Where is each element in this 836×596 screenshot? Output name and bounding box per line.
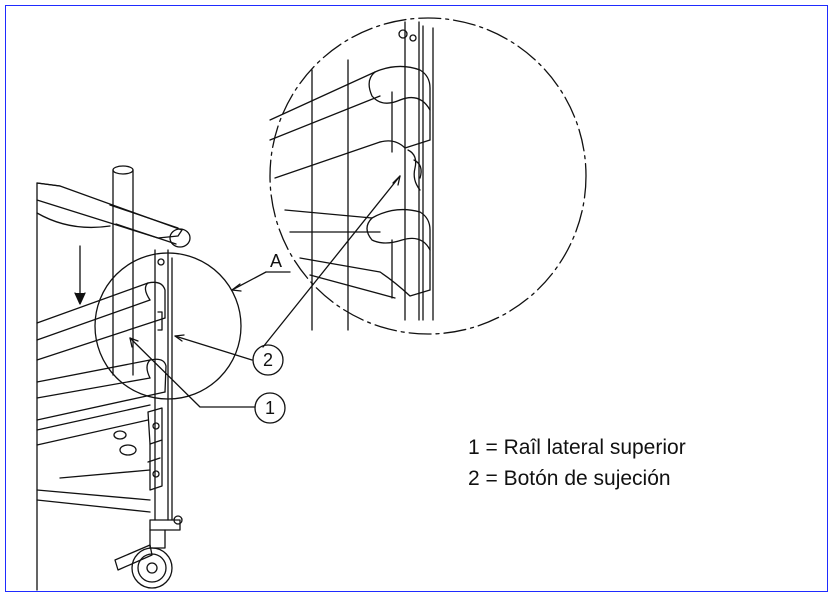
detail-view-a [269, 17, 587, 335]
detail-label-a: A [270, 251, 282, 271]
leader-lines [129, 175, 401, 408]
callout-1-number: 1 [265, 398, 275, 418]
callout-2-number: 2 [263, 350, 273, 370]
detail-circle-small [94, 252, 242, 400]
bed-assembly [36, 165, 191, 591]
figure-frame [5, 5, 828, 592]
callout-2-circle [252, 344, 284, 376]
legend-item-1: 1 = Raîl lateral superior [468, 436, 686, 459]
callout-1-circle [254, 392, 286, 424]
legend-item-2: 2 = Botón de sujeción [468, 467, 671, 490]
